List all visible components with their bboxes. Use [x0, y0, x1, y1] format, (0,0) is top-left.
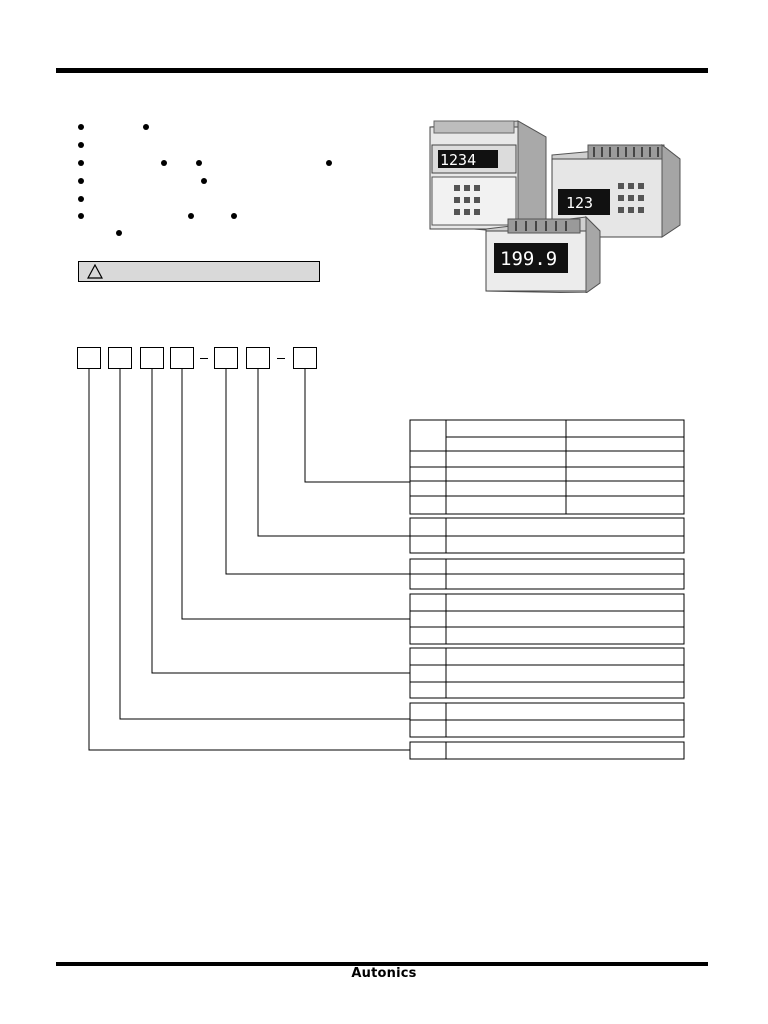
display-reading: 199.9 [500, 248, 557, 270]
feature-bullet [188, 213, 194, 219]
connector-line [119, 369, 410, 720]
option-table [409, 419, 685, 515]
feature-bullet [78, 178, 84, 184]
code-box-2 [108, 347, 132, 369]
connector-line [88, 369, 410, 751]
connector-line [257, 369, 410, 537]
option-table [409, 647, 685, 699]
feature-bullet [78, 142, 84, 148]
brand-logo: Autonics [351, 966, 417, 981]
header-rule [56, 68, 708, 73]
code-separator [200, 358, 208, 359]
display-reading: 123 [566, 194, 593, 212]
code-separator [277, 358, 285, 359]
code-box-1 [77, 347, 101, 369]
connector-line [151, 369, 410, 674]
option-table [409, 558, 685, 590]
meter-unit-compact: 199.9 [485, 215, 601, 293]
feature-bullet [78, 196, 84, 202]
code-box-6 [246, 347, 270, 369]
product-photo: 1234 123 [429, 120, 681, 293]
code-box-4 [170, 347, 194, 369]
option-table [409, 517, 685, 554]
feature-bullet [201, 178, 207, 184]
feature-bullet [196, 160, 202, 166]
footer-rule [56, 962, 708, 966]
display-reading: 1234 [440, 151, 476, 169]
code-box-5 [214, 347, 238, 369]
caution-bar [78, 261, 320, 282]
code-box-7 [293, 347, 317, 369]
feature-bullet [78, 124, 84, 130]
option-table [409, 593, 685, 645]
connector-line [304, 369, 410, 483]
option-table [409, 741, 685, 760]
feature-bullet [326, 160, 332, 166]
option-table [409, 702, 685, 738]
feature-bullet [78, 160, 84, 166]
code-box-3 [140, 347, 164, 369]
feature-bullet [78, 213, 84, 219]
connector-line [181, 369, 410, 620]
warning-triangle-icon [87, 264, 103, 279]
meter-unit-large: 1234 [429, 120, 547, 234]
feature-bullet [231, 213, 237, 219]
feature-bullet [116, 230, 122, 236]
connector-line [225, 369, 410, 575]
meter-unit-panel: 123 [551, 143, 681, 238]
feature-bullet [161, 160, 167, 166]
feature-bullet [143, 124, 149, 130]
